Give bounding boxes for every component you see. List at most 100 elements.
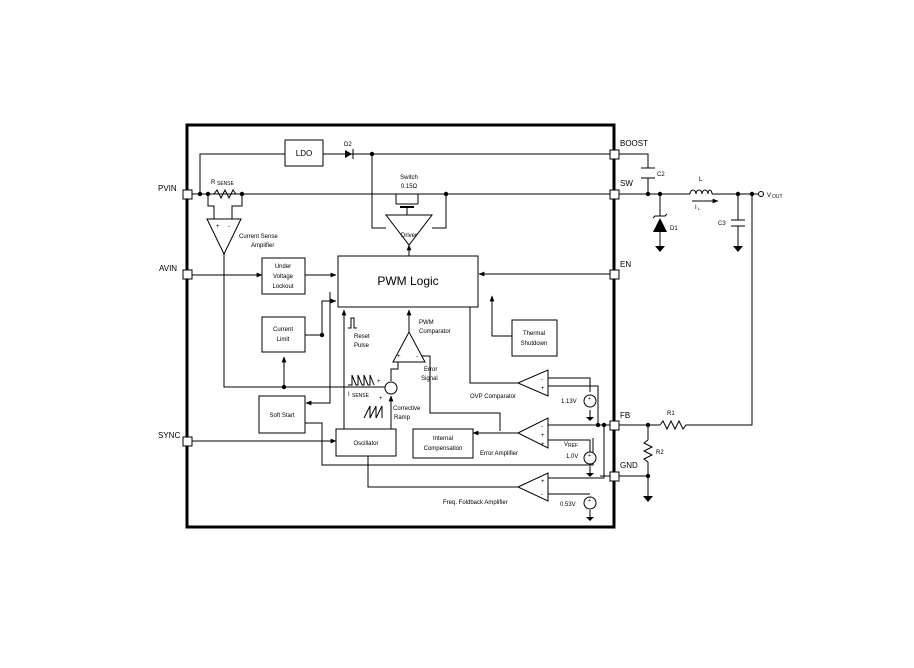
uvlo-label-1: Under	[275, 264, 291, 270]
ref-053-label: 0.53V	[560, 502, 576, 508]
pin-pvin	[182, 189, 193, 200]
reset-pulse-label-2: Pulse	[354, 343, 370, 349]
switch-label: Switch	[400, 175, 418, 181]
c2-capacitor	[641, 167, 655, 179]
ref-113-label: 1.13V	[561, 399, 577, 405]
pin-gnd	[609, 471, 620, 482]
r2-resistor	[642, 439, 654, 463]
vref-plus: +	[588, 453, 591, 459]
pin-label-pvin: PVIN	[158, 184, 177, 193]
ffa-minus: -	[541, 492, 543, 498]
pwm-comparator: + -	[392, 330, 426, 363]
internal-compensation-block: Internal Compensation	[412, 428, 474, 459]
ground-icon	[655, 246, 665, 252]
switch-value-label: 0.15Ω	[401, 184, 418, 190]
ground-icon	[586, 517, 594, 521]
isense-subscript: SENSE	[352, 393, 370, 399]
corrective-ramp-waveform	[363, 405, 383, 419]
ovp-minus: -	[541, 377, 543, 383]
d2-diode	[345, 149, 354, 159]
junctions	[197, 151, 755, 479]
thermal-shutdown-block: Thermal Shutdown	[511, 319, 558, 357]
r1-resistor	[659, 419, 688, 431]
freq-foldback-amplifier: + -	[516, 472, 549, 502]
pin-label-en: EN	[620, 260, 631, 269]
soft-start-block: Soft Start	[258, 395, 306, 434]
pin-sync	[182, 436, 193, 447]
pin-label-sw: SW	[620, 179, 633, 188]
current-limit-label-1: Current	[273, 327, 293, 333]
pin-avin	[182, 269, 193, 280]
ref113-plus: +	[588, 396, 591, 402]
current-limit-label-2: Limit	[277, 337, 290, 343]
c3-capacitor	[731, 219, 745, 227]
csa-minus: -	[228, 224, 230, 230]
ea-minus: -	[541, 424, 543, 430]
ea-plus: +	[541, 433, 545, 439]
internal-comp-label-1: Internal	[433, 436, 453, 442]
current-sense-label-1: Current Sense	[239, 234, 278, 240]
isense-waveform	[348, 374, 375, 386]
ref053-plus: +	[588, 498, 591, 504]
pin-label-boost: BOOST	[620, 139, 648, 148]
ovp-plus: +	[541, 386, 545, 392]
vout-label: V	[767, 193, 771, 199]
ref-source-113: +	[583, 394, 597, 408]
vref-value-label: 1.0V	[566, 454, 578, 460]
pin-sw	[609, 189, 620, 200]
switch-transistor	[395, 194, 419, 215]
ea-plus-2: +	[541, 442, 545, 448]
error-amplifier-label: Error Amplifier	[480, 451, 518, 457]
uvlo-label-3: Lockout	[272, 284, 293, 290]
sum-plus-left: +	[377, 379, 381, 385]
corrective-ramp-label-1: Corrective	[393, 406, 421, 412]
csa-plus: +	[216, 224, 220, 230]
reset-pulse-label-1: Reset	[354, 334, 370, 340]
il-subscript: L	[698, 206, 701, 211]
pin-fb	[609, 420, 620, 431]
r2-label: R2	[656, 450, 664, 456]
pin-label-avin: AVIN	[159, 264, 177, 273]
rsense-resistor	[213, 188, 237, 200]
vout-subscript: OUT	[772, 194, 783, 200]
pin-en	[609, 269, 620, 280]
driver-label: Driver	[401, 233, 417, 239]
ovp-comparator: - +	[516, 369, 549, 397]
isense-label: I	[348, 392, 350, 398]
ground-icon	[643, 496, 653, 502]
pwm-comparator-label-1: PWM	[419, 320, 434, 326]
current-sense-label-2: Amplifier	[251, 243, 274, 249]
thermal-label-1: Thermal	[523, 331, 545, 337]
pwm-logic-label: PWM Logic	[377, 274, 438, 288]
ffa-plus: +	[541, 479, 545, 485]
soft-start-label: Soft Start	[269, 413, 294, 419]
sum-plus-bottom: +	[379, 396, 383, 402]
oscillator-label: Oscillator	[353, 441, 378, 447]
pin-label-fb: FB	[620, 411, 630, 420]
rsense-label: R	[211, 180, 216, 186]
pwm-comp-plus: +	[397, 354, 401, 360]
il-label: I	[695, 205, 697, 211]
ref-source-053: +	[583, 496, 597, 510]
inductor-label: L	[699, 177, 703, 183]
corrective-ramp-label-2: Ramp	[394, 415, 411, 421]
inductor	[689, 189, 713, 195]
internal-comp-label-2: Compensation	[424, 446, 463, 452]
ground-icon	[733, 246, 743, 252]
ldo-block: LDO	[284, 139, 324, 167]
pwm-comp-minus: -	[416, 354, 418, 360]
uvlo-label-2: Voltage	[273, 274, 294, 280]
d1-diode	[652, 213, 668, 232]
c2-label: C2	[657, 172, 665, 178]
ground-icon	[586, 473, 594, 477]
pwm-comparator-label-2: Comparator	[419, 329, 451, 335]
vref-label: V	[564, 442, 568, 448]
pins	[182, 149, 620, 482]
d2-label: D2	[344, 142, 352, 148]
ic-boundary	[185, 123, 616, 529]
rsense-subscript: SENSE	[217, 181, 235, 187]
driver-triangle: Driver	[384, 214, 434, 246]
wires	[192, 153, 758, 517]
pwm-logic-block: PWM Logic	[337, 255, 479, 308]
